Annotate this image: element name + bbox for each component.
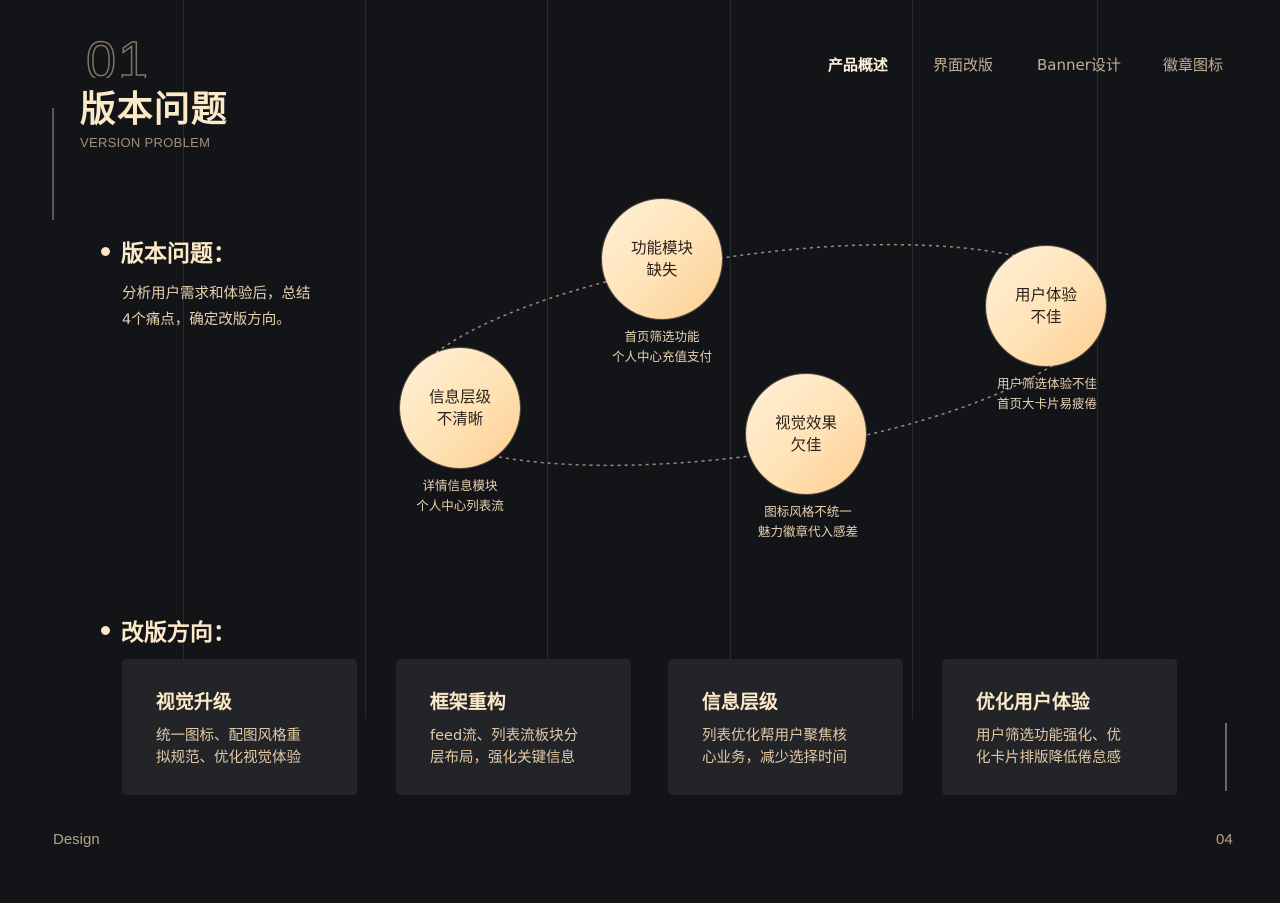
intro-line: 分析用户需求和体验后，总结 (122, 286, 311, 302)
problems-heading-text: 版本问题： (121, 241, 236, 267)
card-line: 层布局，强化关键信息 (430, 750, 575, 766)
node-label: 不佳 (1030, 308, 1062, 326)
footer-label: Design (53, 831, 100, 848)
card-title: 视觉升级 (156, 691, 233, 713)
grid-line (730, 0, 731, 660)
direction-card-visual-upgrade: 视觉升级 统一图标、配图风格重 拟规范、优化视觉体验 (122, 659, 357, 795)
nav-item-product-overview[interactable]: 产品概述 (828, 56, 889, 74)
desc-line: 个人中心列表流 (416, 498, 504, 513)
desc-line: 个人中心充值支付 (611, 349, 712, 364)
nav-item-badge-icons[interactable]: 徽章图标 (1163, 56, 1224, 74)
directions-heading: 改版方向： (101, 613, 236, 647)
left-accent-bar (52, 108, 54, 220)
bullet-icon (101, 246, 110, 256)
card-line: 用户筛选功能强化、优 (976, 728, 1121, 744)
node-description: 详情信息模块 个人中心列表流 (370, 476, 550, 516)
card-body: feed流、列表流板块分 层布局，强化关键信息 (430, 725, 610, 769)
page-subtitle: VERSION PROBLEM (80, 135, 211, 150)
section-number: 01 (86, 34, 151, 78)
problem-node-missing-modules: 功能模块 缺失 (602, 199, 722, 319)
problem-node-user-experience: 用户体验 不佳 (986, 246, 1106, 366)
node-label: 缺失 (646, 261, 678, 279)
card-line: 化卡片排版降低倦怠感 (976, 750, 1121, 766)
desc-line: 首页筛选功能 (624, 329, 700, 344)
node-label: 不清晰 (436, 410, 484, 428)
direction-card-user-experience: 优化用户体验 用户筛选功能强化、优 化卡片排版降低倦怠感 (942, 659, 1177, 795)
card-body: 用户筛选功能强化、优 化卡片排版降低倦怠感 (976, 725, 1156, 769)
node-description: 用户筛选体验不佳 首页大卡片易疲倦 (957, 374, 1137, 414)
node-label: 用户体验 (1014, 286, 1077, 304)
card-line: 心业务，减少选择时间 (702, 750, 847, 766)
card-title: 框架重构 (430, 691, 507, 713)
grid-line (912, 0, 913, 719)
direction-card-framework: 框架重构 feed流、列表流板块分 层布局，强化关键信息 (396, 659, 631, 795)
problems-intro: 分析用户需求和体验后，总结 4个痛点，确定改版方向。 (122, 281, 311, 333)
desc-line: 详情信息模块 (422, 478, 498, 493)
right-accent-bar (1225, 723, 1227, 791)
desc-line: 首页大卡片易疲倦 (996, 396, 1097, 411)
problem-node-visual-effect: 视觉效果 欠佳 (746, 374, 866, 494)
grid-line (183, 0, 184, 660)
card-body: 列表优化帮用户聚焦核 心业务，减少选择时间 (702, 725, 882, 769)
node-label: 欠佳 (790, 436, 822, 454)
problem-node-info-hierarchy: 信息层级 不清晰 (400, 348, 520, 468)
card-line: 拟规范、优化视觉体验 (156, 750, 301, 766)
grid-line (365, 0, 366, 719)
desc-line: 用户筛选体验不佳 (996, 376, 1097, 391)
node-description: 首页筛选功能 个人中心充值支付 (572, 327, 752, 367)
card-line: 统一图标、配图风格重 (156, 728, 301, 744)
node-label: 信息层级 (428, 388, 491, 406)
directions-heading-text: 改版方向： (121, 620, 236, 646)
page-number: 04 (1216, 831, 1233, 848)
direction-card-info-hierarchy: 信息层级 列表优化帮用户聚焦核 心业务，减少选择时间 (668, 659, 903, 795)
intro-line: 4个痛点，确定改版方向。 (122, 312, 291, 328)
node-description: 图标风格不统一 魅力徽章代入感差 (718, 502, 898, 542)
grid-line (547, 0, 548, 660)
problems-heading: 版本问题： (101, 234, 236, 268)
bullet-icon (101, 625, 110, 635)
card-line: 列表优化帮用户聚焦核 (702, 728, 847, 744)
page-title: 版本问题 (80, 89, 229, 130)
node-label: 视觉效果 (774, 414, 837, 432)
nav-item-interface-redesign[interactable]: 界面改版 (933, 56, 994, 74)
card-title: 信息层级 (702, 691, 779, 713)
card-body: 统一图标、配图风格重 拟规范、优化视觉体验 (156, 725, 336, 769)
card-line: feed流、列表流板块分 (430, 728, 579, 744)
desc-line: 图标风格不统一 (764, 504, 852, 519)
node-label: 功能模块 (630, 239, 693, 257)
card-title: 优化用户体验 (976, 691, 1091, 713)
desc-line: 魅力徽章代入感差 (757, 524, 858, 539)
nav-item-banner-design[interactable]: Banner设计 (1037, 56, 1121, 74)
